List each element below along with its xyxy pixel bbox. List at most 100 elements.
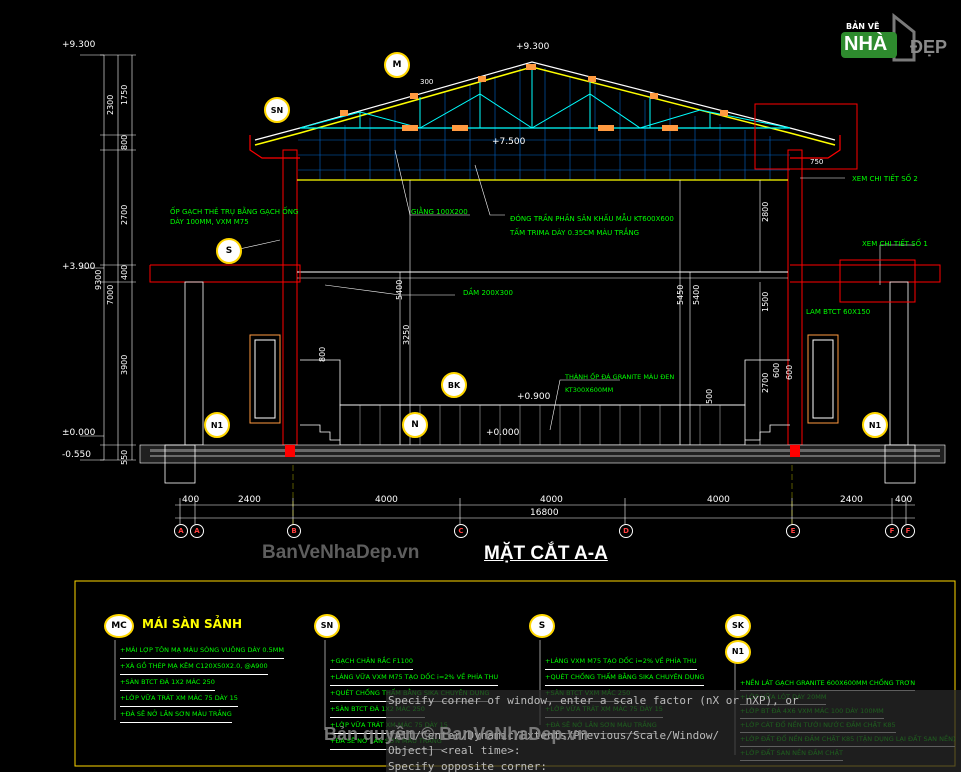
- legend-mc-line-4: +ĐÁ SẼ NỞ LĂN SƠN MÀU TRẮNG: [120, 707, 232, 723]
- legend-mc-line-1: +XÀ GỒ THÉP MẠ KẼM C120X50X2.0, @A900: [120, 659, 268, 675]
- vdim-left-3: 2700: [120, 204, 129, 225]
- tag-sn: SN: [264, 97, 290, 123]
- dim-total: 16800: [530, 508, 559, 518]
- logo-mid: NHÀ: [844, 33, 888, 55]
- logo-top: BẢN VẼ: [846, 22, 880, 31]
- vdim-left-4: 400: [120, 264, 129, 280]
- note-beam2: DẦM 200X300: [463, 289, 513, 297]
- hdim-0: 400: [182, 495, 200, 505]
- tag-s: S: [216, 238, 242, 264]
- vdim-left-5: 7000: [106, 284, 115, 305]
- level-stage: +0.900: [517, 392, 551, 402]
- axis-bubble-e-5: E: [786, 524, 800, 538]
- command-line[interactable]: Specify corner of window, enter a scale …: [386, 690, 961, 772]
- tag-n1-legend: N1: [725, 640, 751, 664]
- level-neg: -0.550: [62, 450, 92, 460]
- dim-lines: [80, 54, 915, 525]
- legend-s-line-0: +LÁNG VXM M75 TẠO DỐC i=2% VỀ PHÍA THU: [545, 654, 697, 670]
- watermark-top: BanVeNhaDep.vn: [262, 542, 420, 563]
- axis-bubble-b-2: B: [287, 524, 301, 538]
- vdim-mid-1: 3250: [402, 324, 411, 345]
- axis-bubble-f-7: F: [901, 524, 915, 538]
- vdim-right-7: 500: [705, 388, 714, 404]
- vdim-mid-0: 5400: [395, 279, 404, 300]
- legend-mc-line-2: +SÀN BTCT ĐÁ 1X2 MÁC 250: [120, 675, 215, 691]
- vdim-right-0: 2800: [761, 201, 770, 222]
- vdim-right-1: 5450: [676, 284, 685, 305]
- vdim-right-6: 800: [318, 346, 327, 362]
- tag-bk: BK: [441, 372, 467, 398]
- legend-sn-line-3: +SÀN BTCT ĐÁ 1X2 MÁC 250: [330, 702, 425, 718]
- axis-bubble-c-3: C: [454, 524, 468, 538]
- legend-sn-line-5: +ĐÁ SẼ NỞ LĂN SƠN MÀU TRẮNG: [330, 734, 442, 750]
- tag-sn-legend: SN: [314, 614, 340, 638]
- tag-m: M: [384, 52, 410, 78]
- logo-right: ĐẸP: [910, 37, 948, 57]
- tag-sk: SK: [725, 614, 751, 638]
- vdim-right-5: 600: [785, 364, 794, 380]
- legend-sn-line-0: +GẠCH CHÂN RẮC F1100: [330, 654, 414, 670]
- vdim-right-4: 2700: [761, 372, 770, 393]
- cmd-line-2: [All/Center/Dynamic/Extents/Previous/Sca…: [388, 729, 720, 742]
- vdim-left-6: 9300: [94, 269, 103, 290]
- level-top-left: +9.300: [62, 40, 96, 50]
- level-stage2: +0.000: [486, 428, 520, 438]
- legend-s-line-1: +QUÉT CHỐNG THẤM BẰNG SIKA CHUYÊN DỤNG: [545, 670, 705, 686]
- tag-n1r: N1: [862, 412, 888, 438]
- legend-mc-title: MÁI SÀN SẢNH: [142, 617, 243, 631]
- dim-750: 750: [810, 158, 824, 166]
- watermark-bottom: Bản quyền © BanVeNhaDep.vn: [324, 724, 589, 744]
- hdim-6: 400: [895, 495, 913, 505]
- drawing-title: MẶT CẮT A-A: [484, 543, 608, 564]
- note-detail1: XEM CHI TIẾT SỐ 1: [862, 240, 928, 248]
- detail-2-box: [754, 103, 858, 170]
- legend-mc-line-0: +MÁI LỢP TÔN MẠ MÀU SÓNG VUÔNG DÀY 0.5MM: [120, 643, 284, 659]
- vdim-left-0: 1750: [120, 84, 129, 105]
- vdim-right-2: 5400: [692, 284, 701, 305]
- note-lam: LAM BTCT 60X150: [806, 308, 871, 316]
- hdim-4: 4000: [707, 495, 730, 505]
- hdim-1: 2400: [238, 495, 261, 505]
- vdim-left-7: 3900: [120, 354, 129, 375]
- foundation: [139, 444, 946, 484]
- detail-1-box: [839, 259, 916, 303]
- vdim-right-8: 600: [772, 362, 781, 378]
- roof-truss: [249, 61, 841, 159]
- level-0: ±0.000: [62, 428, 96, 438]
- axis-bubble-a-1: A: [190, 524, 204, 538]
- vdim-left-1: 2300: [106, 94, 115, 115]
- stage: [300, 359, 790, 446]
- note-beam1: GIẰNG 100X200: [411, 208, 468, 216]
- hdim-5: 2400: [840, 495, 863, 505]
- note-detail2: XEM CHI TIẾT SỐ 2: [852, 175, 918, 183]
- hdim-3: 4000: [540, 495, 563, 505]
- level-3900: +3.900: [62, 262, 96, 272]
- tag-n1: N1: [204, 412, 230, 438]
- dim-300a: 300: [420, 78, 434, 86]
- legend-sk-line-0: +NỀN LÁT GẠCH GRANITE 600X600MM CHỐNG TR…: [740, 677, 916, 691]
- tag-mc: MC: [104, 614, 134, 638]
- hdim-2: 4000: [375, 495, 398, 505]
- tag-s-legend: S: [529, 614, 555, 638]
- brand-logo: BẢN VẼ NHÀ ĐẸP: [838, 12, 950, 64]
- cmd-line-3: Object] <real time>:: [388, 744, 521, 757]
- legend-mc-line-3: +LỚP VỮA TRÁT XM MÁC 75 DÀY 15: [120, 691, 238, 707]
- level-mid: +7.500: [492, 137, 526, 147]
- ceiling-grid: [298, 68, 790, 180]
- axis-bubble-d-4: D: [619, 524, 633, 538]
- cmd-line-1: Specify corner of window, enter a scale …: [388, 694, 799, 707]
- tag-n: N: [402, 412, 428, 438]
- vdim-right-3: 1500: [761, 291, 770, 312]
- vdim-left-8: 550: [120, 449, 129, 465]
- level-ridge: +9.300: [516, 42, 550, 52]
- cmd-line-4: Specify opposite corner:: [388, 760, 547, 772]
- axis-bubble-f-6: F: [885, 524, 899, 538]
- legend-sn-line-1: +LÁNG VỮA VXM M75 TẠO DỐC i=2% VỀ PHÍA T…: [330, 670, 499, 686]
- vdim-left-2: 800: [120, 134, 129, 150]
- axis-bubble-a-0: A: [174, 524, 188, 538]
